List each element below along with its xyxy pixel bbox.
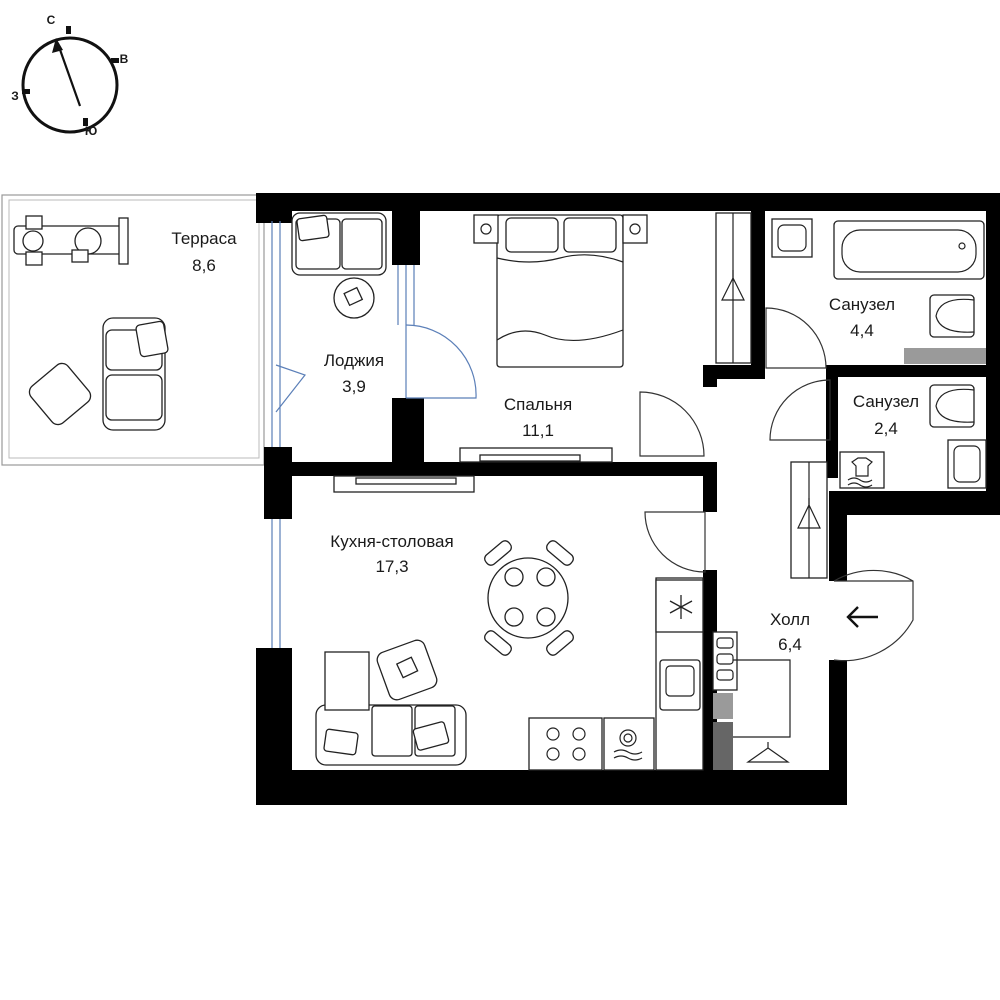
- room-name-terrace: Терраса: [171, 229, 237, 248]
- snowflake-icon: [669, 595, 693, 619]
- room-area-terrace: 8,6: [192, 256, 216, 275]
- compass: С В Ю З: [11, 13, 128, 138]
- room-area-bathroom-1: 4,4: [850, 321, 874, 340]
- terrace-outline: [1, 194, 265, 466]
- compass-south-label: Ю: [85, 124, 97, 138]
- room-labels: Терраса 8,6 Лоджия 3,9 Спальня 11,1 Сану…: [171, 229, 919, 654]
- kitchen-furniture: [315, 475, 704, 771]
- hall-fixtures: [712, 461, 878, 763]
- room-name-loggia: Лоджия: [324, 351, 384, 370]
- room-area-loggia: 3,9: [342, 377, 366, 396]
- arrow-left-icon: [846, 606, 878, 628]
- terrace-furniture: [13, 215, 169, 431]
- room-area-bedroom: 11,1: [522, 421, 554, 440]
- washing-machine-icon: [847, 457, 873, 488]
- bedroom-furniture: [459, 212, 752, 463]
- compass-north-label: С: [47, 13, 56, 27]
- room-name-kitchen: Кухня-столовая: [330, 532, 453, 551]
- room-name-hall: Холл: [770, 610, 810, 629]
- bathroom-2-fixtures: [839, 384, 987, 489]
- room-area-bathroom-2: 2,4: [874, 419, 898, 438]
- room-area-hall: 6,4: [778, 635, 802, 654]
- room-name-bathroom-2: Санузел: [853, 392, 919, 411]
- room-area-kitchen: 17,3: [375, 557, 408, 576]
- compass-east-label: В: [120, 52, 129, 66]
- hanger-icon: [721, 270, 745, 301]
- windows: [271, 221, 477, 648]
- hanger-icon: [746, 742, 790, 763]
- walls: [256, 193, 1000, 805]
- room-name-bathroom-1: Санузел: [829, 295, 895, 314]
- loggia-furniture: [291, 212, 387, 319]
- doors: [639, 307, 914, 662]
- bathroom-1-fixtures: [771, 218, 985, 338]
- compass-west-label: З: [11, 89, 19, 103]
- room-name-bedroom: Спальня: [504, 395, 572, 414]
